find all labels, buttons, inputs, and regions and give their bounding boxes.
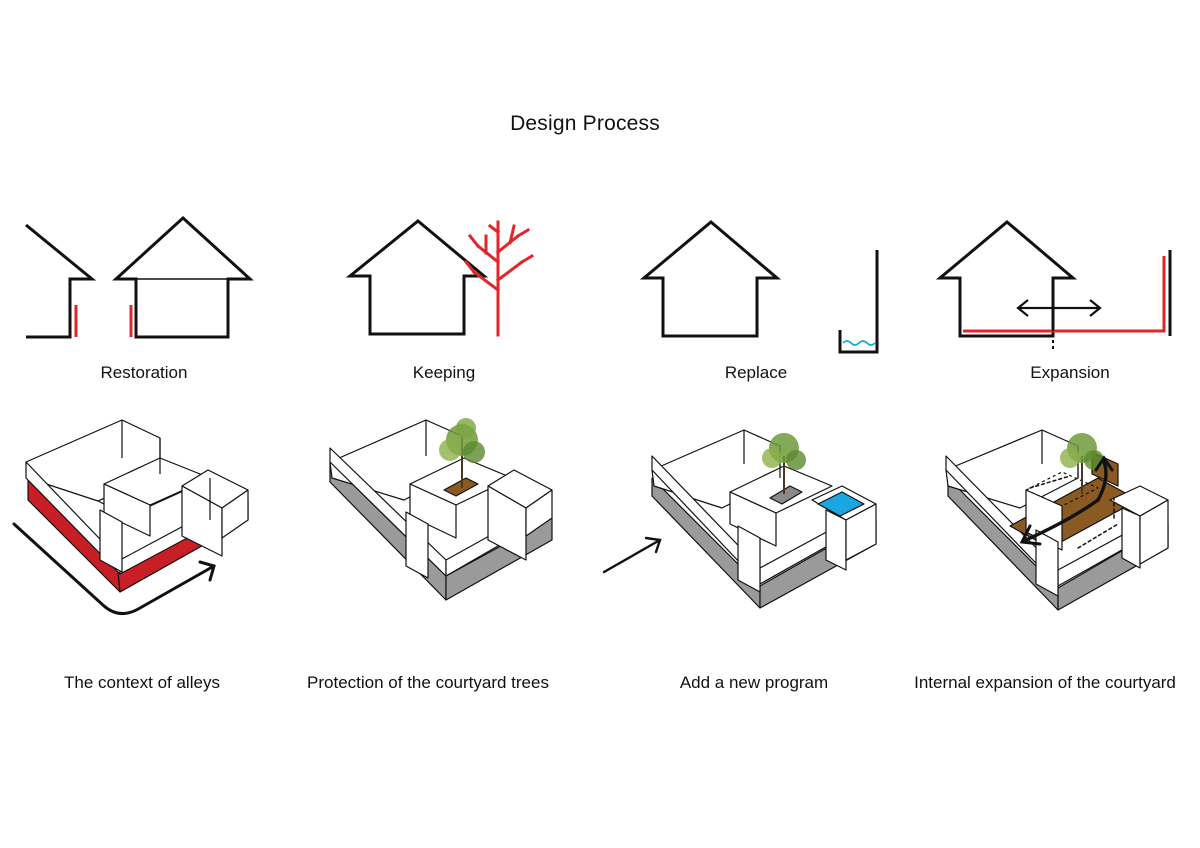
step-label-restoration: Restoration: [100, 363, 188, 382]
caption-context-of-alleys: The context of alleys: [64, 673, 220, 692]
replace-icon: [639, 220, 879, 354]
courtyard-tree-block: [329, 419, 553, 601]
expansion-icon: [935, 220, 1172, 350]
tree-icon: [762, 433, 806, 494]
restoration-icon: [25, 215, 254, 339]
water-wave-icon: [842, 340, 876, 346]
caption-internal-expansion: Internal expansion of the courtyard: [914, 673, 1176, 692]
tree-branch-icon: [463, 220, 535, 337]
caption-add-new-program: Add a new program: [679, 673, 829, 692]
step-label-expansion: Expansion: [1030, 363, 1110, 382]
alley-arrow-icon: [12, 522, 216, 615]
expansion-arrows-icon: [1019, 455, 1119, 549]
tree-icon: [439, 418, 485, 488]
tree-icon: [1060, 433, 1104, 494]
internal-expansion-block: [945, 429, 1169, 611]
caption-protection-of-trees: Protection of the courtyard trees: [307, 673, 549, 692]
diagram-title: Design Process: [510, 112, 660, 135]
alley-context-block: [25, 419, 249, 593]
new-program-block: [651, 429, 877, 609]
step-label-keeping: Keeping: [412, 363, 476, 382]
entry-arrow-icon: [602, 536, 662, 574]
step-label-replace: Replace: [724, 363, 788, 382]
keeping-icon: [345, 219, 535, 337]
